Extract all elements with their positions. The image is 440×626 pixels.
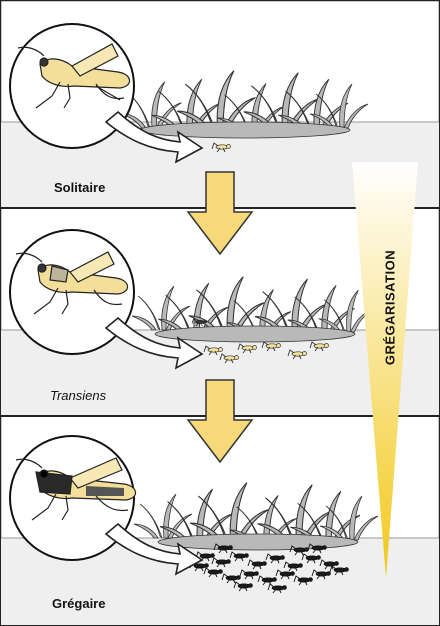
transiens-locust xyxy=(15,251,129,315)
grass-patch xyxy=(133,481,379,551)
zoom-arrow xyxy=(104,110,204,164)
zoom-arrow xyxy=(104,522,204,576)
gregarisation-label: GRÉGARISATION xyxy=(382,249,398,366)
transition-arrow-2 xyxy=(186,379,254,464)
stage-label-gregaire: Grégaire xyxy=(52,596,106,611)
transition-arrow-1 xyxy=(186,171,254,256)
panel-gregaire xyxy=(1,435,439,625)
grass-patch xyxy=(120,69,369,139)
stage-label-solitaire: Solitaire xyxy=(54,180,106,195)
grass-patch xyxy=(131,276,374,343)
gregarious-locust xyxy=(15,457,137,521)
solitary-locust xyxy=(17,43,131,109)
gregarisation-gradient-arrow xyxy=(352,162,418,578)
zoom-arrow xyxy=(104,316,204,370)
stage-label-transiens: Transiens xyxy=(50,388,107,403)
